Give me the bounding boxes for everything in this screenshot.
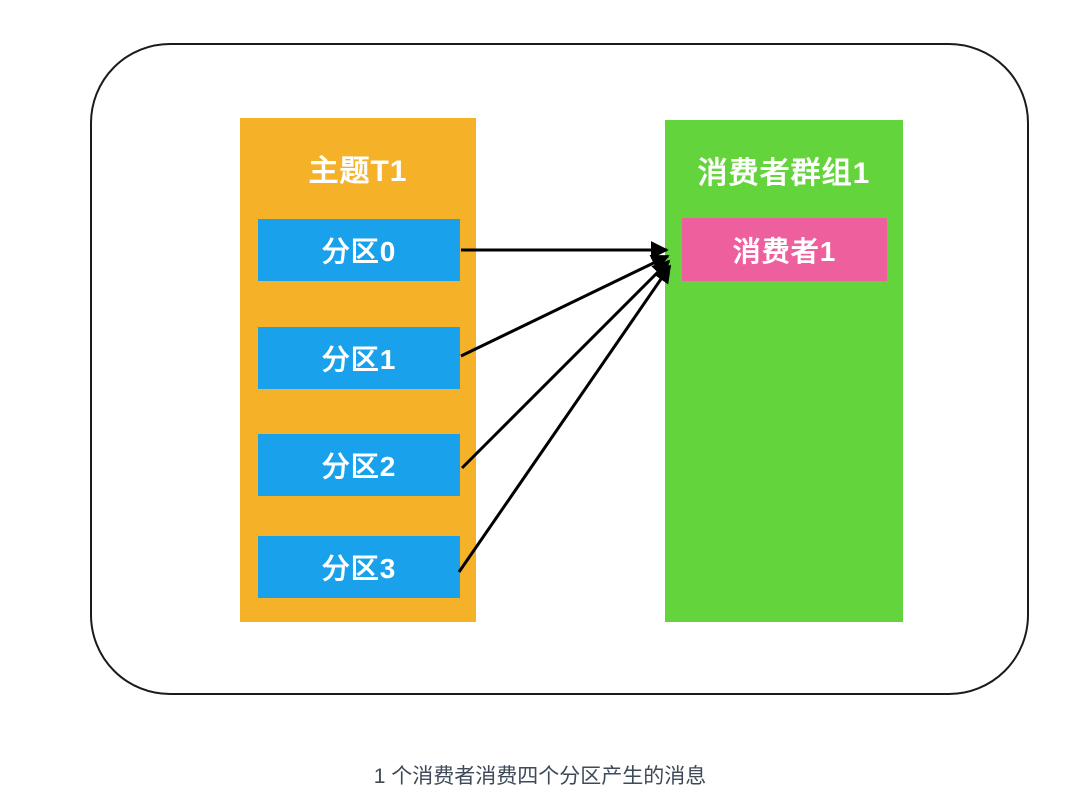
consumer-box: 消费者1 [682, 218, 887, 281]
partition-box-2: 分区2 [258, 434, 460, 496]
consumer-group-title: 消费者群组1 [697, 157, 871, 190]
partition-box-3: 分区3 [258, 536, 460, 598]
caption: 1 个消费者消费四个分区产生的消息 [373, 765, 707, 788]
topic-title: 主题T1 [308, 155, 408, 188]
partition-box-0: 分区0 [258, 219, 460, 281]
consumer-group-box [665, 120, 903, 622]
partition-box-1: 分区1 [258, 327, 460, 389]
